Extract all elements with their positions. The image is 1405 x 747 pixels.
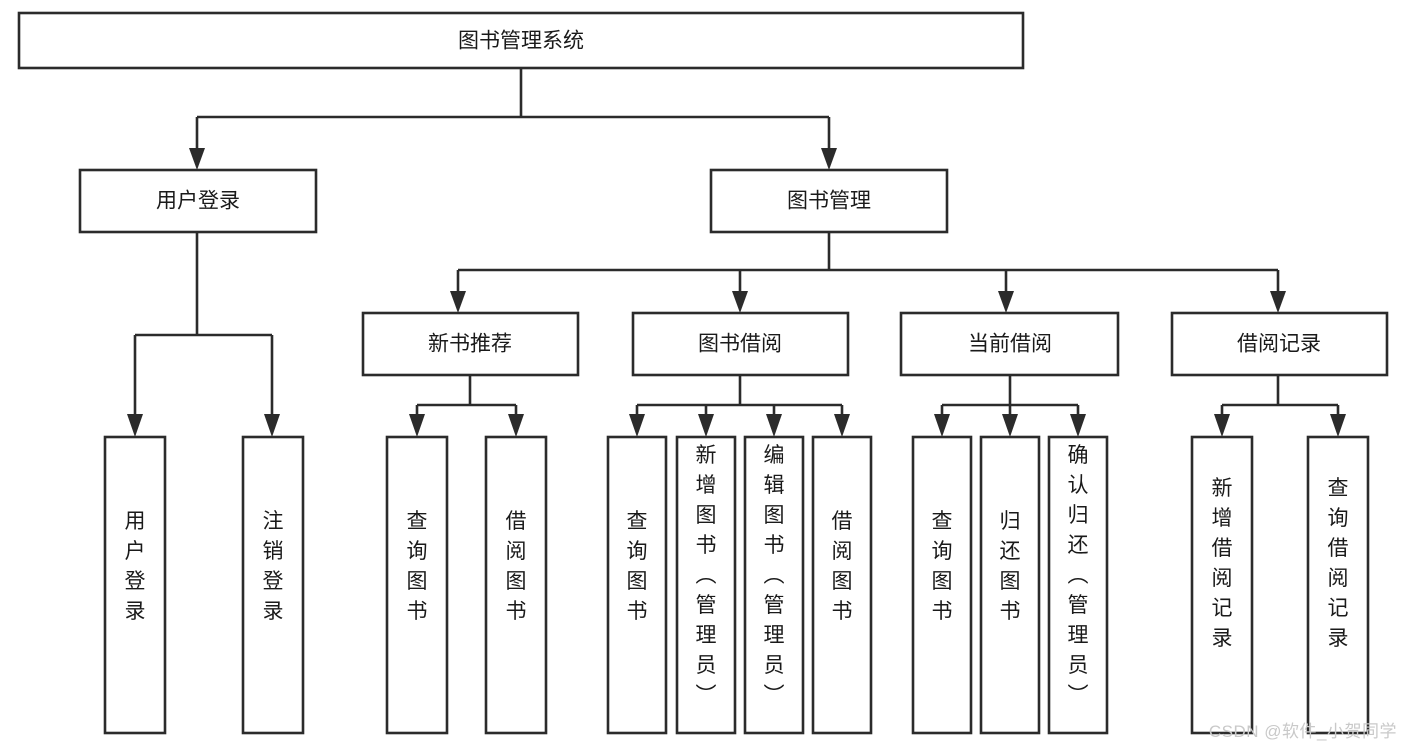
connector-group-root (189, 68, 837, 170)
node-leaf-logout[interactable]: 注销登录 (241, 435, 305, 735)
node-box (606, 435, 668, 735)
node-leaf-return-book[interactable]: 归还图书 (979, 435, 1041, 735)
arrow-head-icon (450, 291, 466, 313)
node-leaf-add-book[interactable]: 新增图书︵管理员︶ (675, 435, 737, 735)
node-box (675, 435, 737, 735)
node-box (1190, 435, 1254, 735)
node-label: 借阅记录 (1237, 333, 1321, 356)
node-label: 图书管理系统 (458, 30, 584, 53)
node-box (743, 435, 805, 735)
arrow-head-icon (409, 414, 425, 437)
connector-group-current-borrow (934, 375, 1086, 437)
node-label: 新书推荐 (428, 333, 512, 356)
node-book-borrow[interactable]: 图书借阅 (631, 311, 850, 377)
arrow-head-icon (998, 291, 1014, 313)
node-leaf-add-record[interactable]: 新增借阅记录 (1190, 435, 1254, 735)
node-label: 用户登录 (125, 510, 146, 623)
arrow-head-icon (127, 414, 143, 437)
arrow-head-icon (1270, 291, 1286, 313)
node-box (979, 435, 1041, 735)
arrow-head-icon (766, 414, 782, 437)
node-leaf-query-book-2[interactable]: 查询图书 (606, 435, 668, 735)
node-label: 借阅图书 (832, 510, 853, 623)
node-borrow-record[interactable]: 借阅记录 (1170, 311, 1389, 377)
arrow-head-icon (189, 148, 205, 170)
arrow-head-icon (698, 414, 714, 437)
arrow-head-icon (821, 148, 837, 170)
node-box (1047, 435, 1109, 735)
node-leaf-borrow-book-2[interactable]: 借阅图书 (811, 435, 873, 735)
node-label: 查询图书 (627, 510, 648, 623)
node-box (103, 435, 167, 735)
node-leaf-edit-book[interactable]: 编辑图书︵管理员︶ (743, 435, 805, 735)
node-box (811, 435, 873, 735)
node-box (1306, 435, 1370, 735)
node-box (899, 311, 1120, 377)
node-label: 查询借阅记录 (1328, 477, 1349, 650)
node-new-book-recommend[interactable]: 新书推荐 (361, 311, 580, 377)
arrow-head-icon (934, 414, 950, 437)
node-label: 归还图书 (1000, 510, 1021, 623)
node-box (631, 311, 850, 377)
node-box (361, 311, 580, 377)
arrow-head-icon (834, 414, 850, 437)
node-label: 图书借阅 (698, 333, 782, 356)
arrow-head-icon (1002, 414, 1018, 437)
node-user-login[interactable]: 用户登录 (78, 168, 318, 234)
connector-group-book-borrow (629, 375, 850, 437)
node-book-manage[interactable]: 图书管理 (709, 168, 949, 234)
arrow-head-icon (732, 291, 748, 313)
arrow-head-icon (1330, 414, 1346, 437)
node-label: 新增借阅记录 (1212, 477, 1233, 650)
node-box (709, 168, 949, 234)
node-leaf-query-book-3[interactable]: 查询图书 (911, 435, 973, 735)
node-label: 新增图书︵管理员︶ (696, 444, 717, 707)
node-box (484, 435, 548, 735)
node-label: 编辑图书︵管理员︶ (764, 444, 785, 707)
arrow-head-icon (1214, 414, 1230, 437)
node-label: 注销登录 (263, 510, 284, 623)
node-box (17, 11, 1025, 70)
connector-group-book-manage (450, 232, 1286, 313)
node-book-management-system[interactable]: 图书管理系统 (17, 11, 1025, 70)
node-label: 确认归还︵管理员︶ (1068, 444, 1089, 707)
node-box (78, 168, 318, 234)
arrow-head-icon (1070, 414, 1086, 437)
arrow-head-icon (264, 414, 280, 437)
arrow-head-icon (629, 414, 645, 437)
node-box (911, 435, 973, 735)
connector-group-borrow-record (1214, 375, 1346, 437)
node-box (1170, 311, 1389, 377)
node-label: 图书管理 (787, 190, 871, 213)
node-box (241, 435, 305, 735)
node-leaf-query-book-1[interactable]: 查询图书 (385, 435, 449, 735)
arrow-head-icon (508, 414, 524, 437)
node-leaf-query-record[interactable]: 查询借阅记录 (1306, 435, 1370, 735)
connector-group-new-book-recommend (409, 375, 524, 437)
node-label: 查询图书 (932, 510, 953, 623)
node-leaf-user-login[interactable]: 用户登录 (103, 435, 167, 735)
node-label: 用户登录 (156, 190, 240, 213)
node-label: 查询图书 (407, 510, 428, 623)
csdn-watermark: CSDN @软件_小贺同学 (1208, 722, 1397, 741)
connector-group-user-login (127, 232, 280, 437)
node-current-borrow[interactable]: 当前借阅 (899, 311, 1120, 377)
node-label: 借阅图书 (506, 510, 527, 623)
node-box (385, 435, 449, 735)
node-leaf-borrow-book-1[interactable]: 借阅图书 (484, 435, 548, 735)
node-leaf-confirm-return[interactable]: 确认归还︵管理员︶ (1047, 435, 1109, 735)
node-label: 当前借阅 (968, 333, 1052, 356)
